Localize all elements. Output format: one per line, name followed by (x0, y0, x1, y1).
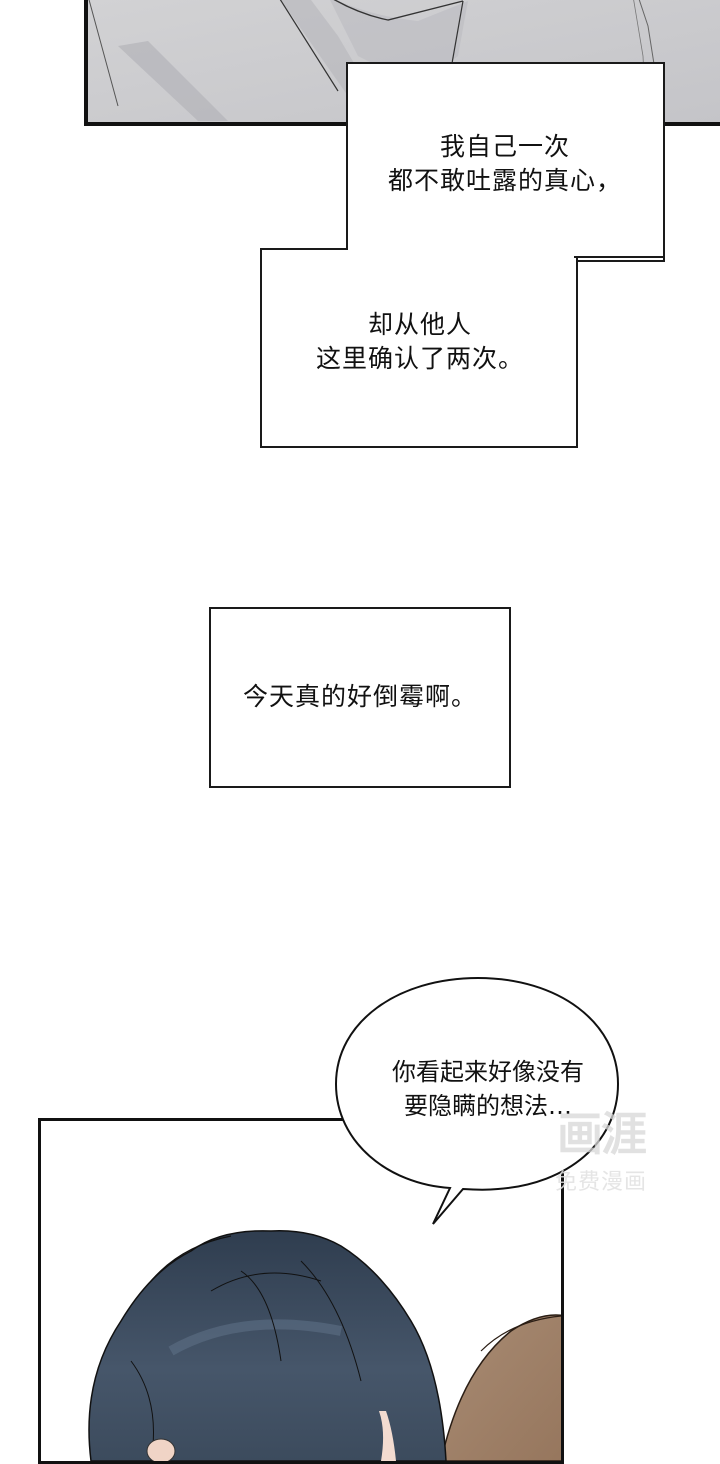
speech-bubble (334, 976, 620, 1225)
watermark: 画涯 免费漫画 (536, 1098, 666, 1196)
caption-2-text: 却从他人 这里确认了两次。 (290, 308, 550, 376)
caption-1-line-2: 都不敢吐露的真心， (387, 166, 622, 195)
speech-bubble-text: 你看起来好像没有 要隐瞒的想法… (348, 1055, 628, 1123)
caption-1-line-1: 我自己一次 (439, 132, 570, 161)
caption-join-border (574, 256, 663, 258)
bubble-line-1: 你看起来好像没有 (392, 1058, 584, 1086)
caption-3-text: 今天真的好倒霉啊。 (215, 680, 505, 714)
caption-2-line-2: 这里确认了两次。 (315, 344, 524, 373)
watermark-subtitle: 免费漫画 (554, 1170, 647, 1195)
watermark-logo: 画涯 (557, 1107, 647, 1161)
caption-2-line-1: 却从他人 (367, 310, 472, 339)
caption-box-1 (346, 62, 665, 262)
caption-box-3 (209, 607, 511, 788)
caption-join-2 (348, 236, 659, 256)
bubble-line-2: 要隐瞒的想法… (404, 1092, 572, 1120)
caption-3-line-1: 今天真的好倒霉啊。 (242, 682, 477, 711)
caption-1-text: 我自己一次 都不敢吐露的真心， (370, 130, 640, 198)
